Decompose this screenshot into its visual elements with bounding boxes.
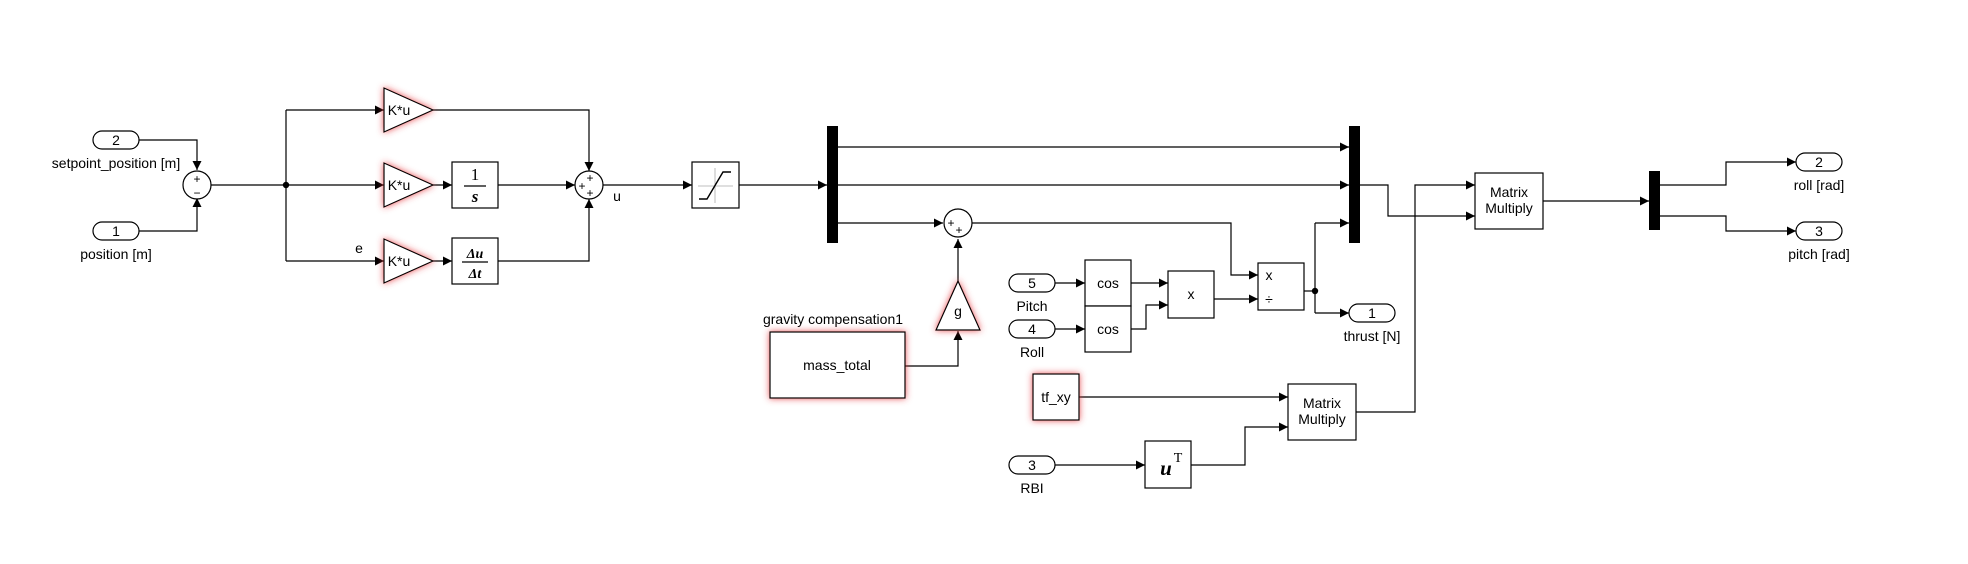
sum-sign: + (955, 223, 962, 237)
matrix-multiply-1[interactable]: Matrix Multiply (1474, 172, 1544, 230)
cos-label: cos (1097, 275, 1119, 291)
product-block[interactable]: x (1167, 270, 1215, 319)
proportional-gain[interactable]: K*u (383, 87, 435, 133)
inport-label: Pitch (1016, 298, 1047, 314)
sum-sign: − (193, 186, 200, 200)
matrix-multiply-label: Matrix (1490, 184, 1528, 200)
inport-label: Roll (1020, 344, 1044, 360)
sum-sign: + (947, 216, 954, 230)
outport-number: 2 (1815, 154, 1823, 170)
mass-total-block[interactable]: mass_total (769, 331, 906, 399)
inport-number: 1 (112, 223, 120, 239)
inport-label: setpoint_position [m] (52, 155, 180, 171)
outport-label: pitch [rad] (1788, 246, 1849, 262)
outport-pitch[interactable]: 3 pitch [rad] (1788, 221, 1850, 262)
inport-pitch[interactable]: 5 Pitch (1008, 273, 1056, 314)
sum-sign: + (578, 179, 585, 193)
signal-label-u: u (613, 188, 621, 204)
derivative-denominator: Δt (468, 267, 483, 282)
demux-bar[interactable] (1649, 171, 1660, 230)
saturation-block[interactable] (691, 161, 740, 209)
inport-position[interactable]: 1 position [m] (80, 221, 152, 262)
matrix-multiply-label: Multiply (1298, 411, 1345, 427)
divide-block[interactable]: x ÷ (1257, 262, 1305, 311)
integral-gain[interactable]: K*u (383, 162, 435, 208)
gain-label: K*u (388, 177, 411, 193)
gain-label: K*u (388, 102, 411, 118)
gravity-sum[interactable]: + + (943, 208, 973, 238)
inport-rbi[interactable]: 3 RBI (1008, 455, 1056, 496)
sum-sign: + (586, 171, 593, 185)
outport-thrust[interactable]: 1 thrust [N] (1344, 303, 1401, 344)
outport-number: 3 (1815, 223, 1823, 239)
divide-sign: ÷ (1265, 291, 1273, 307)
cos-roll-block[interactable]: cos (1084, 305, 1132, 353)
branch-point (282, 181, 290, 189)
matrix-multiply-label: Matrix (1303, 395, 1341, 411)
derivative-block[interactable]: Δu Δt (451, 237, 499, 285)
gravity-gain-label: g (954, 303, 962, 319)
matrix-multiply-label: Multiply (1485, 200, 1532, 216)
tf-xy-block[interactable]: tf_xy (1032, 373, 1080, 421)
gain-label: K*u (388, 253, 411, 269)
integrator-block[interactable]: 1 s (451, 161, 499, 209)
sum-sign: + (586, 186, 593, 200)
error-sum[interactable]: + − (182, 170, 212, 200)
cos-pitch-block[interactable]: cos (1084, 259, 1132, 307)
inport-label: position [m] (80, 246, 152, 262)
transpose-base: u (1160, 456, 1172, 480)
tf-xy-label: tf_xy (1041, 389, 1071, 405)
inport-roll[interactable]: 4 Roll (1008, 319, 1056, 360)
derivative-numerator: Δu (466, 247, 484, 262)
outport-number: 1 (1368, 305, 1376, 321)
derivative-gain[interactable]: K*u (383, 238, 435, 284)
inport-number: 4 (1028, 321, 1036, 337)
cos-label: cos (1097, 321, 1119, 337)
inport-number: 3 (1028, 457, 1036, 473)
transpose-block[interactable]: u T (1144, 440, 1192, 489)
product-label: x (1188, 286, 1195, 302)
transpose-superscript: T (1174, 451, 1183, 466)
signal-label-e: e (355, 240, 363, 256)
outport-label: roll [rad] (1794, 177, 1845, 193)
inport-number: 5 (1028, 275, 1036, 291)
outport-label: thrust [N] (1344, 328, 1401, 344)
mux-bar[interactable] (827, 126, 838, 243)
inport-setpoint[interactable]: 2 setpoint_position [m] (52, 130, 180, 171)
integrator-denominator: s (471, 187, 479, 206)
signal-lines (139, 105, 1796, 470)
mass-total-label: mass_total (803, 357, 871, 373)
mux-bar[interactable] (1349, 126, 1360, 243)
inport-label: RBI (1020, 480, 1043, 496)
sum-sign: + (193, 172, 200, 186)
gravity-gain[interactable]: g (935, 279, 981, 331)
divide-multiply-sign: x (1266, 267, 1273, 283)
pid-sum[interactable]: + + + (574, 170, 604, 200)
inport-number: 2 (112, 132, 120, 148)
gravity-compensation-label: gravity compensation1 (763, 311, 903, 327)
branch-point (1311, 287, 1319, 295)
integrator-numerator: 1 (471, 165, 480, 184)
matrix-multiply-2[interactable]: Matrix Multiply (1287, 383, 1357, 441)
outport-roll[interactable]: 2 roll [rad] (1794, 152, 1845, 193)
